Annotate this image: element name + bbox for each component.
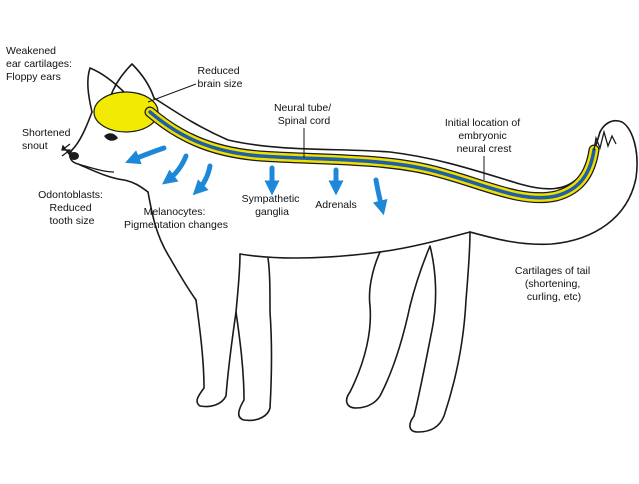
arrow-to-jaw xyxy=(162,153,189,185)
tail-curl-tip xyxy=(593,129,617,151)
nose-icon xyxy=(69,152,79,160)
label-snout: Shortened snout xyxy=(22,127,73,152)
label-neural-crest: Initial location of embryonic neural cre… xyxy=(445,117,523,155)
label-ganglia: Sympathetic ganglia xyxy=(242,193,303,218)
brain-leader xyxy=(147,83,197,103)
neural-tube-band xyxy=(148,110,596,200)
migration-arrows xyxy=(125,145,388,216)
snout-arrowhead-up xyxy=(64,149,71,156)
snout-arrowhead-down xyxy=(61,144,68,151)
arrow-to-skin xyxy=(192,163,213,196)
chest-outline xyxy=(147,191,197,301)
arrow-to-tail-region xyxy=(372,177,388,216)
ear-front-outline xyxy=(109,63,155,99)
rear-leg-2-outline xyxy=(409,231,471,433)
label-ears: Weakened ear cartilages: Floppy ears xyxy=(6,45,75,83)
labels: Weakened ear cartilages: Floppy ears Red… xyxy=(6,45,593,303)
arrow-to-face xyxy=(125,145,167,165)
tail-outline xyxy=(469,119,638,246)
snout-compression-arrows xyxy=(61,143,71,157)
face-details xyxy=(69,133,118,173)
label-melanocytes: Melanocytes: Pigmentation changes xyxy=(124,206,228,231)
mouth-line xyxy=(77,163,115,173)
eye-icon xyxy=(104,133,118,141)
ear-back-outline xyxy=(87,67,127,113)
belly-outline xyxy=(239,231,471,259)
neural-crest-band xyxy=(145,107,599,202)
back-outline xyxy=(153,97,601,190)
front-leg-2-outline xyxy=(235,257,273,422)
rear-leg-1-outline xyxy=(345,251,411,409)
neural-band xyxy=(144,106,600,204)
leader-lines xyxy=(147,83,485,180)
front-leg-1-outline xyxy=(195,253,241,408)
label-tail: Cartilages of tail (shortening, curling,… xyxy=(515,265,593,303)
label-brain: Reduced brain size xyxy=(198,65,243,90)
label-teeth: Odontoblasts: Reduced tooth size xyxy=(38,189,106,227)
label-neural-tube: Neural tube/ Spinal cord xyxy=(274,102,334,127)
label-adrenals: Adrenals xyxy=(315,199,356,211)
neural-crest-band-outline xyxy=(144,106,600,204)
